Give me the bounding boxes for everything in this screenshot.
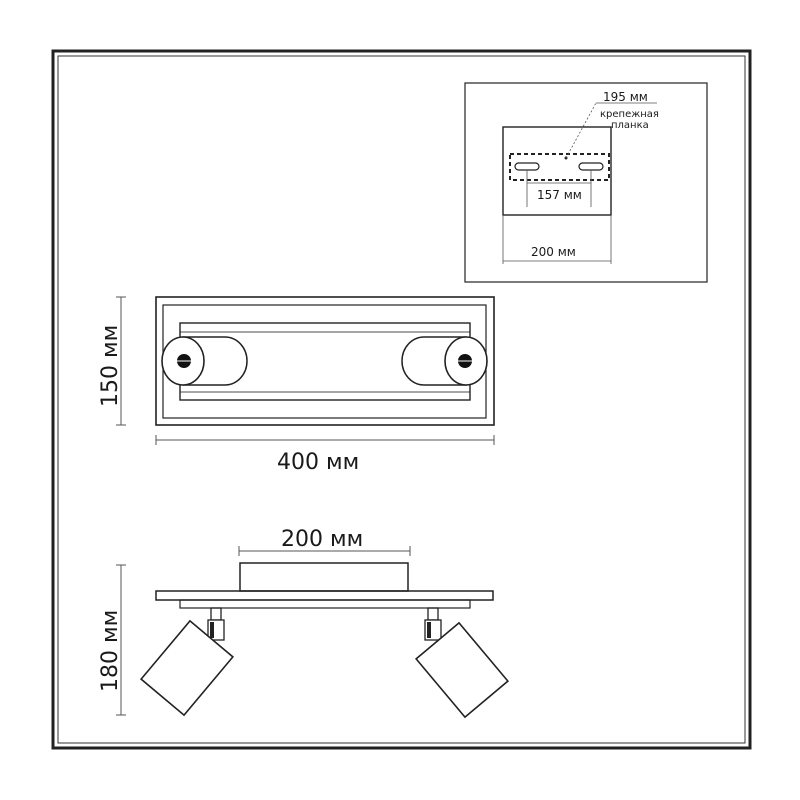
outer-frame [51,49,752,750]
leader-195 [565,102,597,159]
side-canopy [239,562,409,592]
inset-border [464,82,708,283]
label-195: 195 мм [603,90,648,104]
side-base-bar [155,590,494,601]
side-base-lower [179,599,471,609]
label-180: 180 мм [98,610,123,692]
label-200-inset: 200 мм [531,245,576,259]
mounting-inset: 195 мм крепежная планка 157 мм 200 мм [464,82,708,283]
label-400: 400 мм [277,450,359,475]
label-mount-line1: крепежная [600,109,659,120]
label-mount-line2: планка [611,120,649,131]
label-200-side: 200 мм [281,527,363,552]
inset-canopy [502,126,612,216]
mounting-plate-dashed [509,153,610,181]
side-spot-left [139,607,235,717]
side-spot-right [414,607,510,719]
top-outer-plate [155,296,495,426]
mounting-slot-left [514,162,540,171]
label-150: 150 мм [98,325,123,407]
side-view: 200 мм 180 мм [98,527,510,719]
inner-frame [57,55,746,744]
top-spot-right [401,336,488,386]
label-157: 157 мм [537,188,582,202]
top-view: 150 мм 400 мм [98,296,495,475]
mounting-slot-right [578,162,604,171]
top-spot-left [161,336,248,386]
